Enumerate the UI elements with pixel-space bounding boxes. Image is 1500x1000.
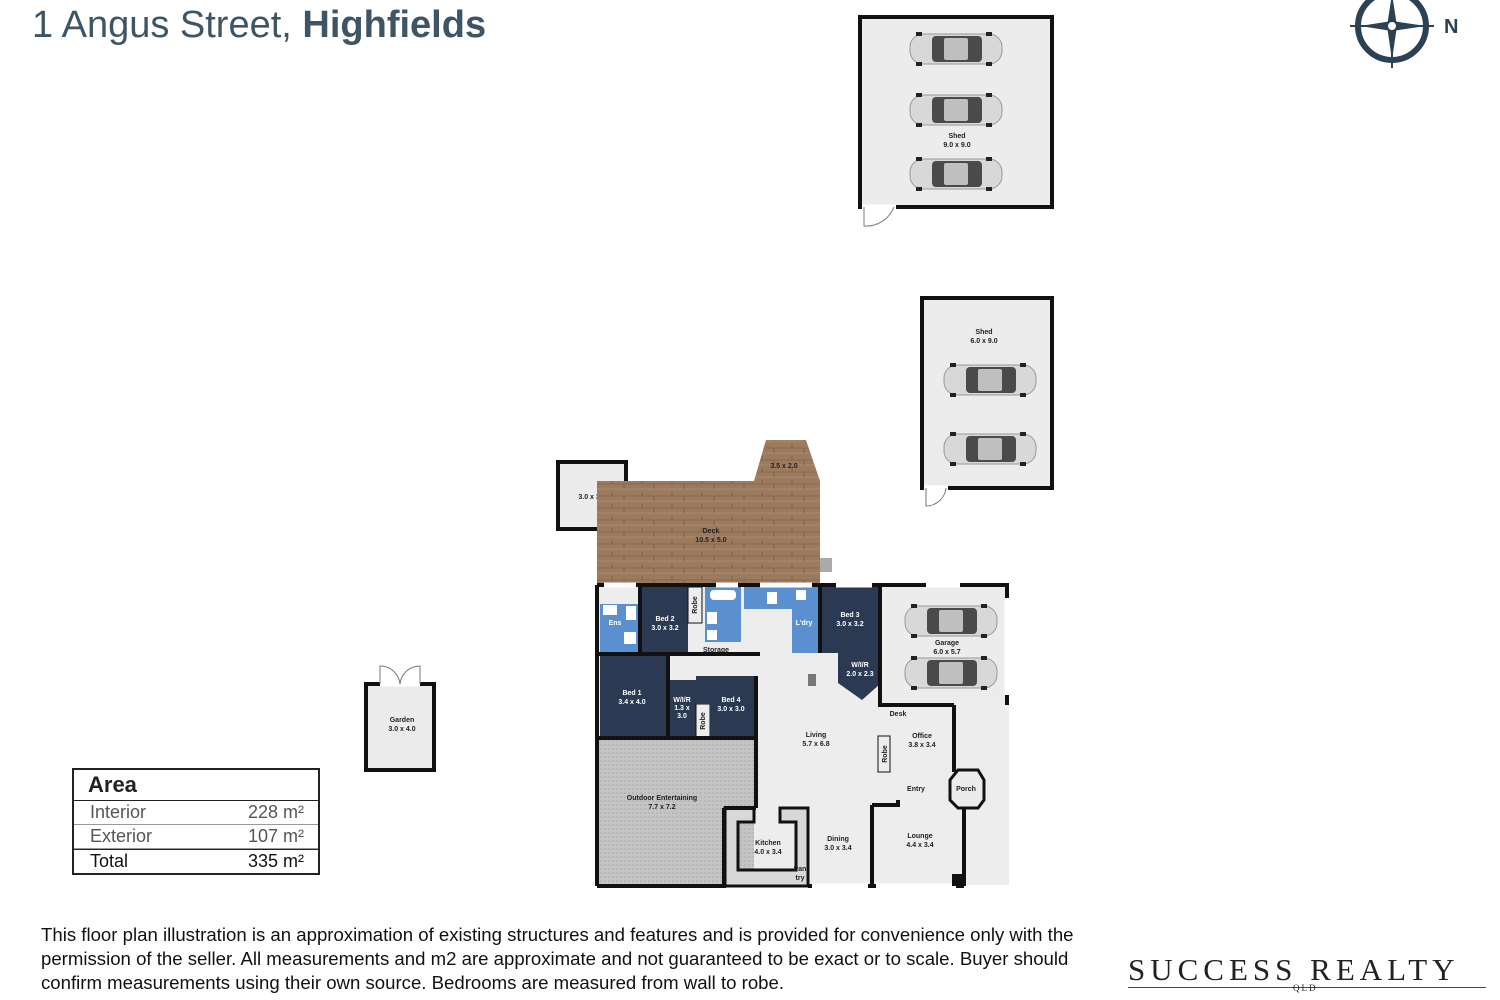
wir-bed1 [668,680,696,738]
living: Living 5.7 x 6.8 [802,732,829,748]
robe-bed4-label: Robe [700,712,707,730]
bed3-dims: 3.0 x 3.2 [836,621,863,628]
porch-label: Porch [956,786,976,793]
bed1-label: Bed 1 [622,690,641,697]
garage-label: Garage [935,640,959,647]
living-dims: 5.7 x 6.8 [802,741,829,748]
area-row-exterior: Exterior 107 m² [74,825,318,849]
kitchen-dims: 4.0 x 3.4 [754,849,781,856]
lounge-label: Lounge [907,833,932,840]
deck-dims: 10.5 x 5.0 [695,537,726,544]
lounge: Lounge 4.4 x 3.4 [906,833,933,849]
wir1-dims-a: 1.3 x [674,705,690,712]
porch: Porch [948,768,986,810]
office: Desk Robe Office 3.8 x 3.4 [877,711,936,773]
deck-ext-dims: 3.5 x 2.0 [770,463,797,470]
bed4 [710,676,758,738]
bed3 [820,587,880,653]
shed1-dims: 9.0 x 9.0 [943,142,970,149]
dining-dims: 3.0 x 3.4 [824,845,851,852]
brand-sub: QLD [1293,983,1318,993]
storage-label: Storage [703,647,729,654]
area-label: Interior [90,802,147,822]
area-row-interior: Interior 228 m² [74,801,318,825]
bed1 [600,656,668,738]
bed3-label: Bed 3 [840,612,859,619]
living-label: Living [806,732,827,739]
compass-icon: N [1350,0,1458,68]
area-value: 107 m² [247,826,304,846]
bed1-dims: 3.4 x 4.0 [618,699,645,706]
deck: 3.5 x 2.0 Deck 10.5 x 5.0 [597,440,832,585]
wir-bed3 [838,653,880,700]
deck-label: Deck [703,528,720,535]
shed-large: Shed 9.0 x 9.0 [858,15,1054,227]
brand-divider [1128,987,1486,988]
shed2-dims: 6.0 x 9.0 [970,338,997,345]
area-label: Total [90,851,129,871]
ldry-label: L'dry [796,620,813,627]
bed2 [638,587,688,654]
area-row-total: Total 335 m² [74,849,318,873]
garage-dims: 6.0 x 5.7 [933,649,960,656]
shed-small: Shed 6.0 x 9.0 [920,296,1054,507]
dining: Dining 3.0 x 3.4 [824,836,851,852]
page-title: 1 Angus Street, Highfields [32,4,486,47]
desk-label: Desk [890,711,907,718]
shed2-label: Shed [975,329,992,336]
entry-label: Entry [907,786,925,793]
wir2-dims: 2.0 x 2.3 [846,671,873,678]
area-heading: Area [74,770,318,801]
garage: Garage 6.0 x 5.7 [880,587,1007,703]
area-table: Area Interior 228 m² Exterior 107 m² Total… [72,768,320,875]
office-dims: 3.8 x 3.4 [908,742,935,749]
robe-office [877,735,891,773]
shed1-label: Shed [948,133,965,140]
title-suburb: Highfields [302,4,487,46]
house-walls [595,583,1009,888]
outdoor-dims: 7.7 x 7.2 [648,804,675,811]
area-value: 335 m² [247,851,304,871]
dining-label: Dining [827,836,849,843]
ens-label: Ens [609,620,622,627]
wir2-label: W/I/R [851,662,869,669]
small-room-dims: 3.0 x 3.0 [578,494,605,501]
window-gaps [604,582,1010,889]
brand-logo: SUCCESS REALTY [1128,952,1460,987]
wir1-label: W/I/R [673,697,691,704]
north-label: N [1444,16,1458,38]
outdoor-label: Outdoor Entertaining [627,795,697,802]
bed4-dims: 3.0 x 3.0 [717,706,744,713]
disclaimer-text: This floor plan illustration is an appro… [41,924,1074,993]
area-label: Exterior [90,826,153,846]
pantry-label-b: try [796,875,805,882]
kitchen-label: Kitchen [755,840,781,847]
robe-office-label: Robe [882,745,889,763]
title-street: 1 Angus Street, [32,4,292,46]
bed2-dims: 3.0 x 3.2 [651,625,678,632]
garden-dims: 3.0 x 4.0 [388,726,415,733]
garden-label: Garden [390,717,415,724]
garden-shed: Garden 3.0 x 4.0 [364,665,436,772]
lounge-dims: 4.4 x 3.4 [906,842,933,849]
bed4-label: Bed 4 [721,697,740,704]
office-label: Office [912,733,932,740]
pantry-label-a: Pan [794,866,807,873]
bed2-label: Bed 2 [655,616,674,623]
wir1-dims-b: 3.0 [677,713,687,720]
area-value: 228 m² [247,802,304,822]
robe-bed2-label: Robe [692,596,699,614]
